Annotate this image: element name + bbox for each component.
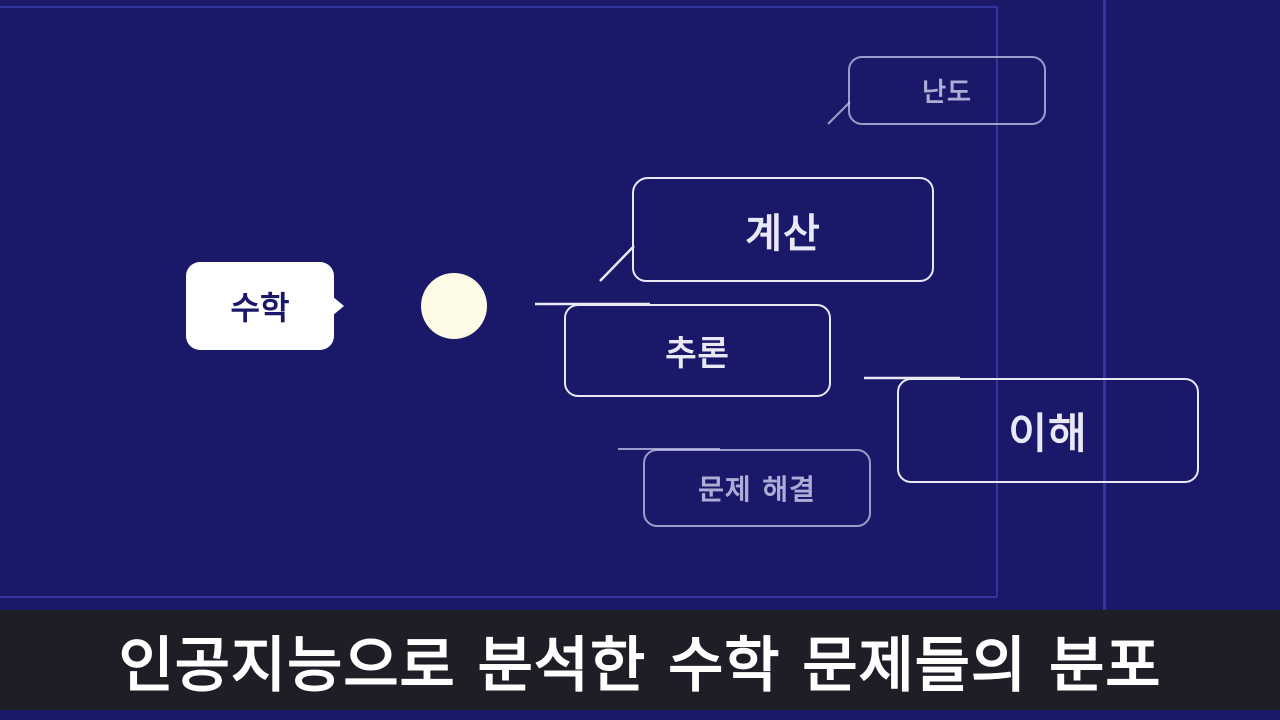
subject-pointer (332, 296, 344, 316)
subtitle-bar: 인공지능으로 분석한 수학 문제들의 분포 (0, 610, 1280, 710)
category-label-understanding: 이해 (1008, 409, 1088, 458)
category-card-problem-solving: 문제 해결 (643, 449, 871, 527)
category-card-calculation: 계산 (632, 177, 934, 282)
bottom-strip (0, 710, 1280, 720)
subtitle-text: 인공지능으로 분석한 수학 문제들의 분포 (118, 630, 1162, 701)
category-card-difficulty: 난도 (848, 56, 1046, 125)
connector-difficulty (827, 101, 851, 125)
subject-label: 수학 (230, 289, 290, 327)
category-label-reasoning: 추론 (665, 334, 730, 374)
center-dot (421, 273, 487, 339)
background-divider (1103, 0, 1106, 610)
category-label-calculation: 계산 (745, 210, 821, 257)
background-frame (0, 6, 998, 598)
connector-calculation (599, 245, 635, 282)
category-label-difficulty: 난도 (922, 78, 972, 108)
category-card-understanding: 이해 (897, 378, 1199, 483)
category-label-problem-solving: 문제 해결 (698, 473, 816, 506)
category-card-reasoning: 추론 (564, 304, 831, 397)
subject-card: 수학 (186, 262, 334, 350)
